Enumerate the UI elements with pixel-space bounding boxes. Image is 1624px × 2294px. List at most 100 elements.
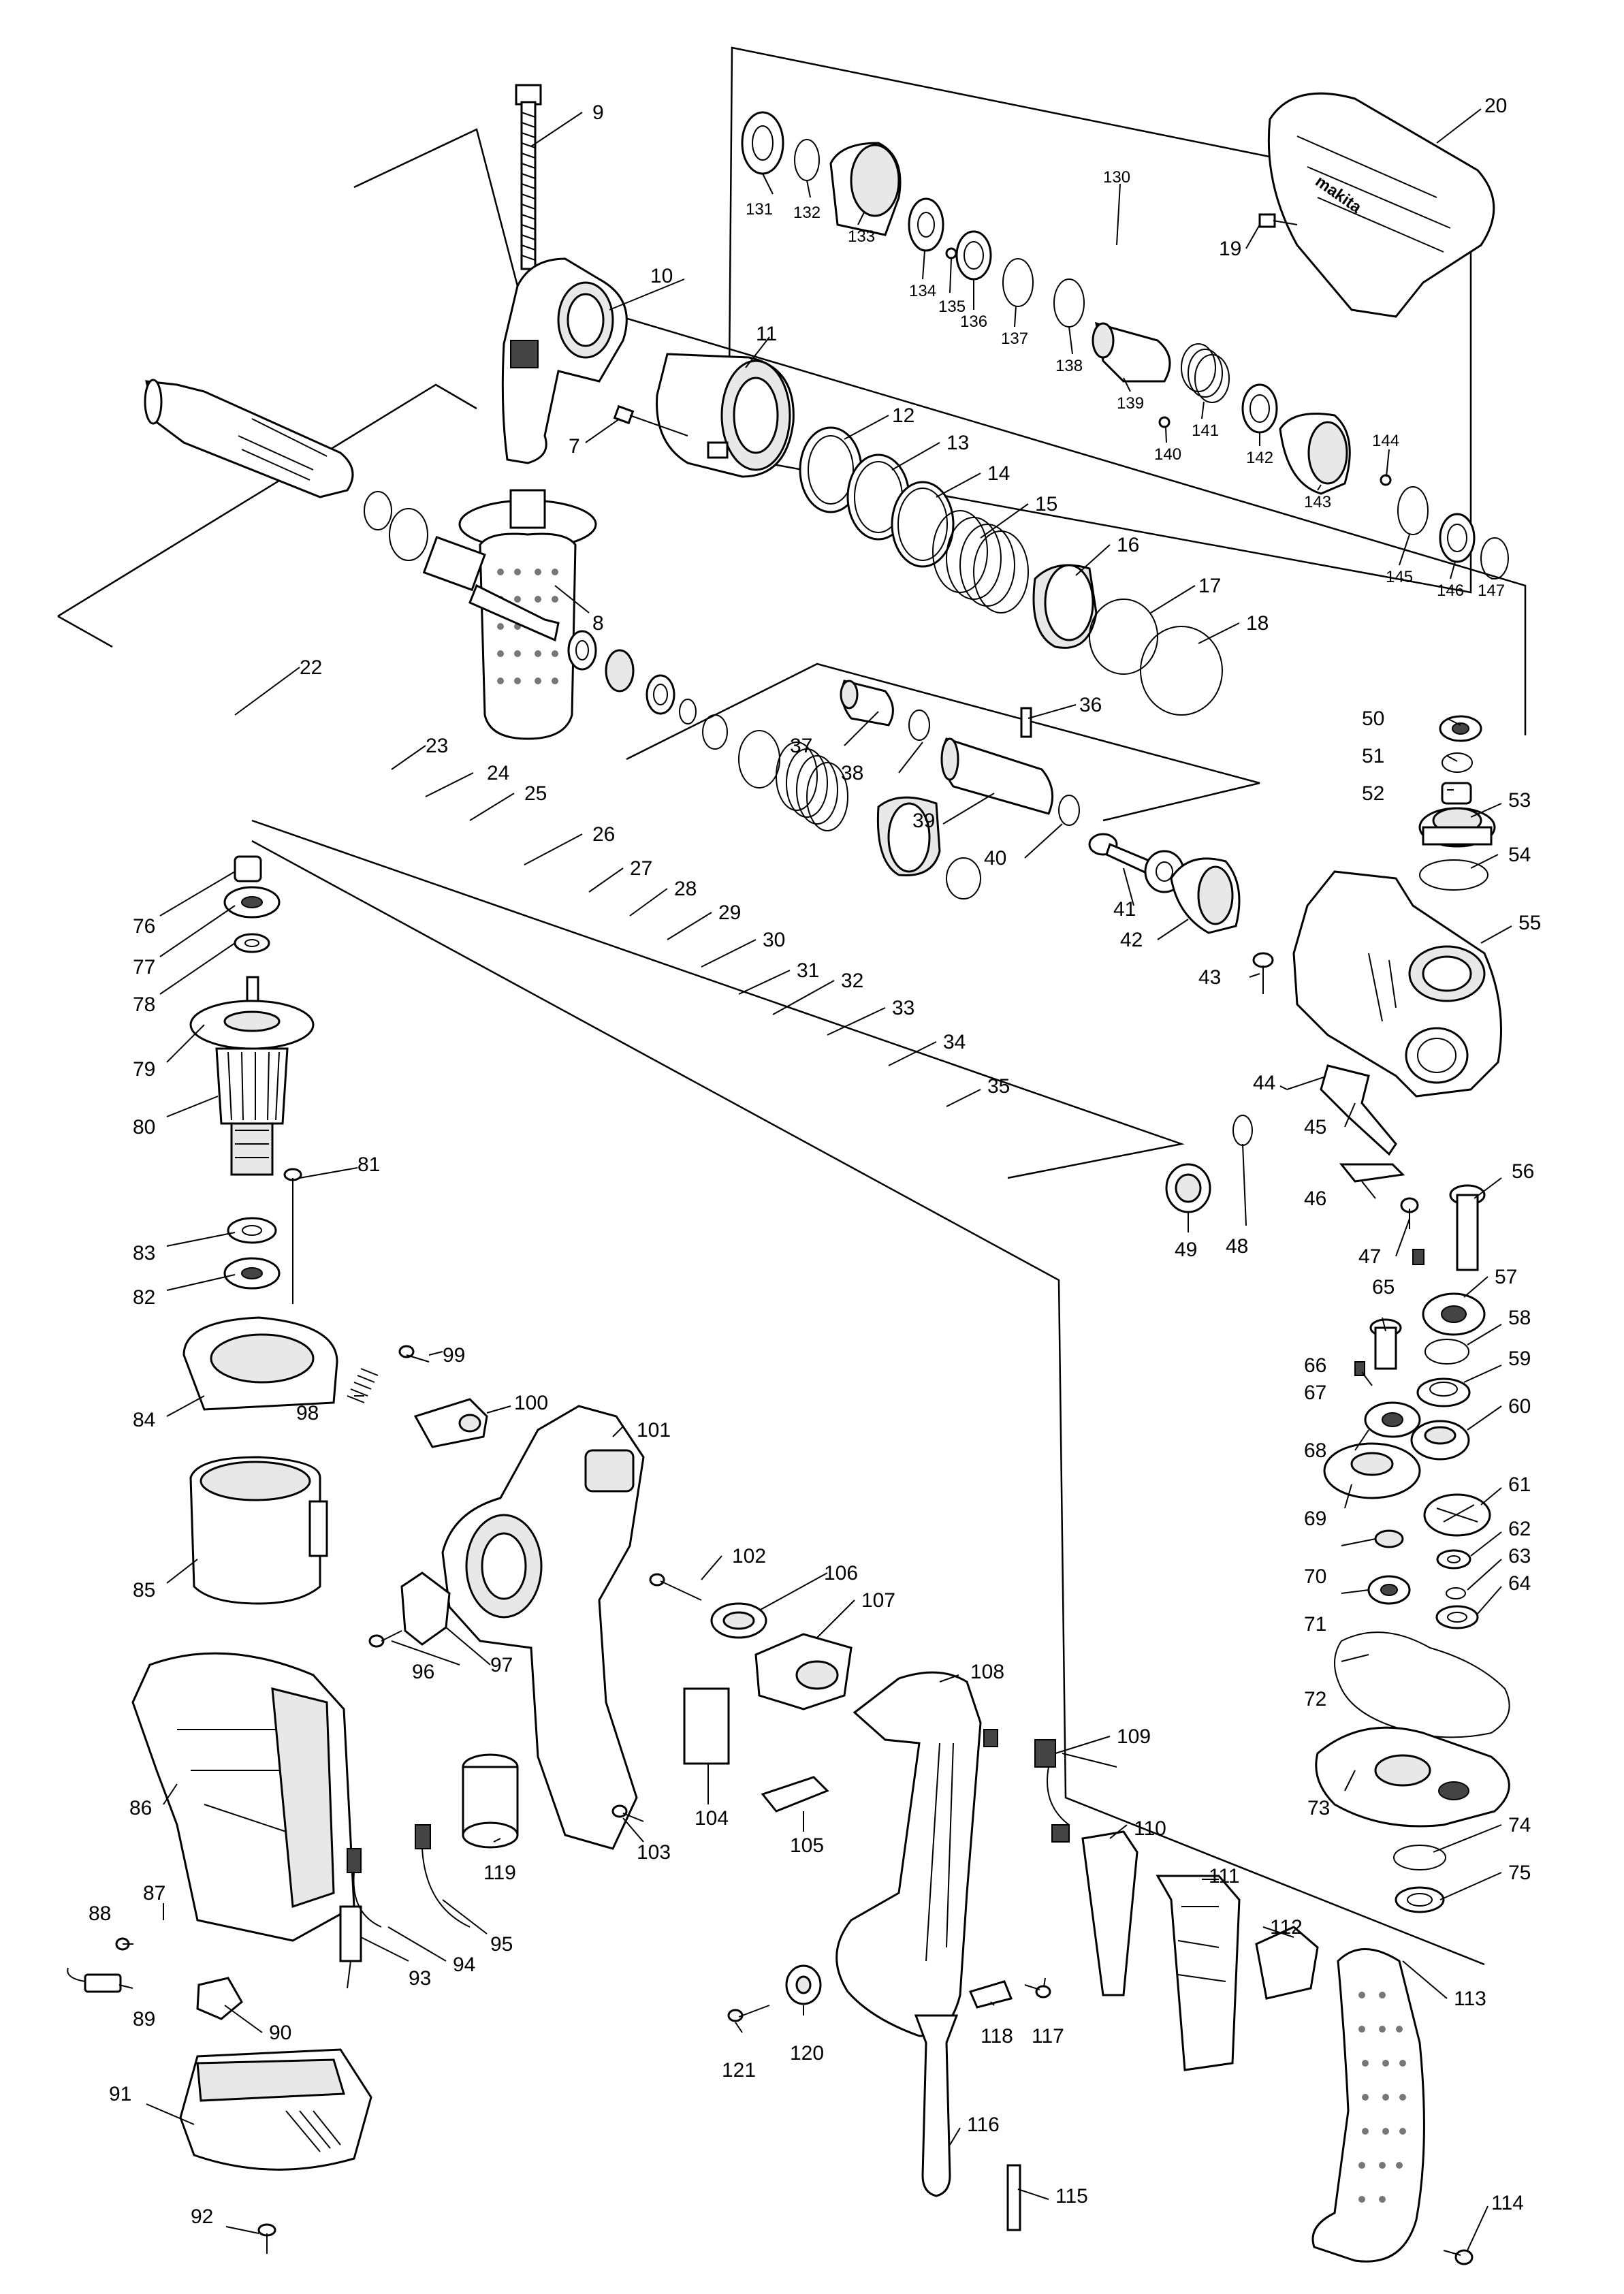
label-110: 110 xyxy=(1134,1817,1166,1840)
label-142: 142 xyxy=(1246,449,1273,467)
part-108-handle xyxy=(835,1671,982,2037)
part-17-oring xyxy=(1089,599,1158,675)
part-110-bracket xyxy=(1081,1830,1139,1996)
part-113-handle-grip xyxy=(1311,1948,1425,2263)
part-59-clutch xyxy=(1416,1377,1471,1407)
label-56: 56 xyxy=(1512,1160,1534,1183)
part-79-fan xyxy=(189,976,315,1050)
part-65-key xyxy=(1412,1249,1424,1265)
spindle-group-frame xyxy=(57,383,477,618)
part-117-screw xyxy=(1024,1984,1051,1998)
part-89-brush xyxy=(67,1967,122,1993)
part-20-cover: makita xyxy=(1267,92,1495,318)
label-33: 33 xyxy=(892,997,914,1019)
part-135-ball xyxy=(945,247,957,259)
part-49-knob xyxy=(1165,1163,1211,1213)
leader-lines xyxy=(118,108,1512,2251)
part-115-pin xyxy=(1006,2164,1021,2231)
label-114: 114 xyxy=(1491,2192,1524,2214)
label-76: 76 xyxy=(133,915,155,938)
label-135: 135 xyxy=(938,298,966,316)
label-112: 112 xyxy=(1270,1916,1303,1939)
part-32-ring xyxy=(738,730,780,788)
crank-group-frame xyxy=(626,663,1260,822)
part-116-stopper xyxy=(914,2014,959,2197)
part-111-switch xyxy=(1156,1875,1241,2071)
part-50-bearing xyxy=(1439,715,1482,742)
label-65: 65 xyxy=(1372,1276,1395,1299)
label-105: 105 xyxy=(790,1834,824,1857)
part-66-pinion xyxy=(1369,1318,1402,1370)
label-12: 12 xyxy=(892,404,914,427)
label-133: 133 xyxy=(848,227,875,246)
part-23-ring xyxy=(364,491,392,530)
part-93-brush-holder xyxy=(339,1905,362,1989)
label-25: 25 xyxy=(524,782,547,805)
label-50: 50 xyxy=(1362,707,1384,730)
part-43-screw xyxy=(1252,952,1274,994)
label-11: 11 xyxy=(756,323,777,345)
part-131-washer xyxy=(741,111,784,175)
part-142-washer xyxy=(1241,383,1278,434)
label-99: 99 xyxy=(443,1344,465,1367)
label-96: 96 xyxy=(412,1661,434,1683)
part-75-seal xyxy=(1395,1886,1445,1913)
label-140: 140 xyxy=(1154,445,1181,464)
label-54: 54 xyxy=(1508,844,1531,866)
label-10: 10 xyxy=(650,265,673,287)
part-57-bearing xyxy=(1422,1292,1486,1336)
part-92-screw xyxy=(257,2223,276,2254)
part-96-screw xyxy=(368,1630,402,1648)
part-101-motor-housing xyxy=(441,1405,645,1850)
label-88: 88 xyxy=(89,1902,111,1925)
label-100: 100 xyxy=(514,1392,548,1414)
part-48-ring xyxy=(1232,1115,1253,1146)
label-145: 145 xyxy=(1386,568,1413,586)
label-19: 19 xyxy=(1219,238,1241,260)
label-32: 32 xyxy=(841,970,863,992)
part-35-ring xyxy=(946,857,981,899)
label-143: 143 xyxy=(1304,493,1331,511)
part-143-cap xyxy=(1279,413,1351,495)
part-136-washer xyxy=(955,230,992,281)
part-30-ring xyxy=(679,699,697,724)
label-27: 27 xyxy=(630,857,652,880)
label-119: 119 xyxy=(483,1862,516,1884)
label-29: 29 xyxy=(718,902,741,924)
part-80-armature xyxy=(215,1047,289,1176)
label-59: 59 xyxy=(1508,1348,1531,1370)
part-11-barrel xyxy=(656,353,795,478)
label-28: 28 xyxy=(674,878,697,900)
part-40-ring xyxy=(1058,795,1080,826)
label-37: 37 xyxy=(790,735,812,757)
label-63: 63 xyxy=(1508,1545,1531,1567)
part-60-cam xyxy=(1410,1420,1470,1461)
part-22-spindle xyxy=(144,379,354,498)
part-107-lamp-cover xyxy=(754,1633,853,1710)
part-37-piston xyxy=(840,680,894,727)
part-103-screw xyxy=(611,1804,644,1822)
part-38-oring xyxy=(908,710,930,741)
part-139-tool-holder xyxy=(1092,321,1171,383)
label-109: 109 xyxy=(1117,1725,1151,1748)
label-82: 82 xyxy=(133,1286,155,1309)
label-81: 81 xyxy=(357,1153,380,1176)
label-55: 55 xyxy=(1518,912,1541,934)
part-labels: 9 10 11 7 12 13 14 15 16 17 18 19 20 8 2… xyxy=(89,95,1541,2228)
part-91-rear-cover xyxy=(179,2048,372,2171)
label-107: 107 xyxy=(861,1589,895,1612)
part-69-gear xyxy=(1323,1442,1421,1499)
part-51-oring xyxy=(1442,752,1473,773)
label-117: 117 xyxy=(1032,2025,1064,2048)
label-120: 120 xyxy=(790,2042,824,2065)
label-18: 18 xyxy=(1246,612,1269,635)
label-78: 78 xyxy=(133,993,155,1016)
label-67: 67 xyxy=(1304,1382,1326,1404)
part-121-screw xyxy=(727,2005,770,2022)
label-31: 31 xyxy=(797,959,819,982)
label-87: 87 xyxy=(143,1882,165,1905)
label-72: 72 xyxy=(1304,1688,1326,1710)
part-137-spring xyxy=(1002,258,1034,307)
